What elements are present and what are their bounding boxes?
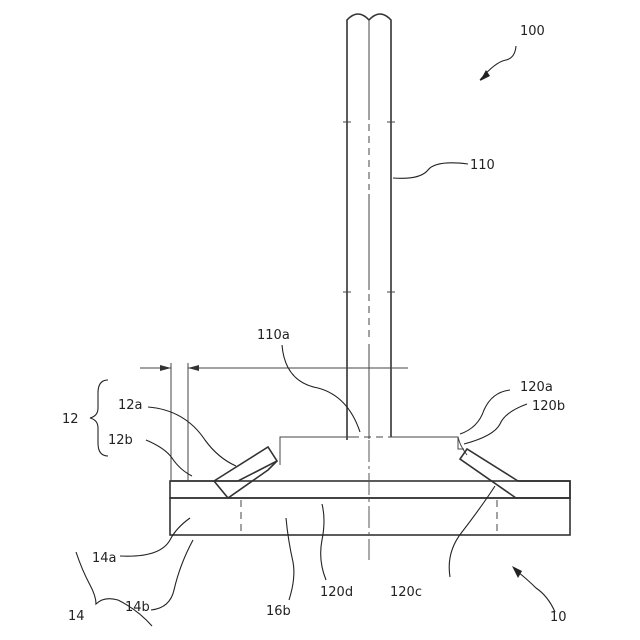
label-14: 14 (68, 609, 85, 624)
label-14a: 14a (92, 551, 117, 566)
label-12a: 12a (118, 398, 143, 413)
base-plate-14 (170, 481, 570, 535)
label-120a: 120a (520, 380, 553, 395)
label-120c: 120c (390, 585, 422, 600)
label-120d: 120d (320, 585, 353, 600)
label-16b: 16b (266, 604, 291, 619)
label-100: 100 (520, 24, 545, 39)
hub-120 (280, 437, 467, 465)
label-110: 110 (470, 158, 495, 173)
label-12: 12 (62, 412, 79, 427)
label-12b: 12b (108, 433, 133, 448)
shaft-110 (343, 14, 395, 440)
right-fin-120 (460, 449, 570, 498)
brace-12 (90, 380, 108, 456)
label-120b: 120b (532, 399, 565, 414)
leader-lines (120, 46, 555, 612)
label-110a: 110a (257, 328, 290, 343)
label-14b: 14b (125, 600, 150, 615)
label-10: 10 (550, 610, 567, 625)
